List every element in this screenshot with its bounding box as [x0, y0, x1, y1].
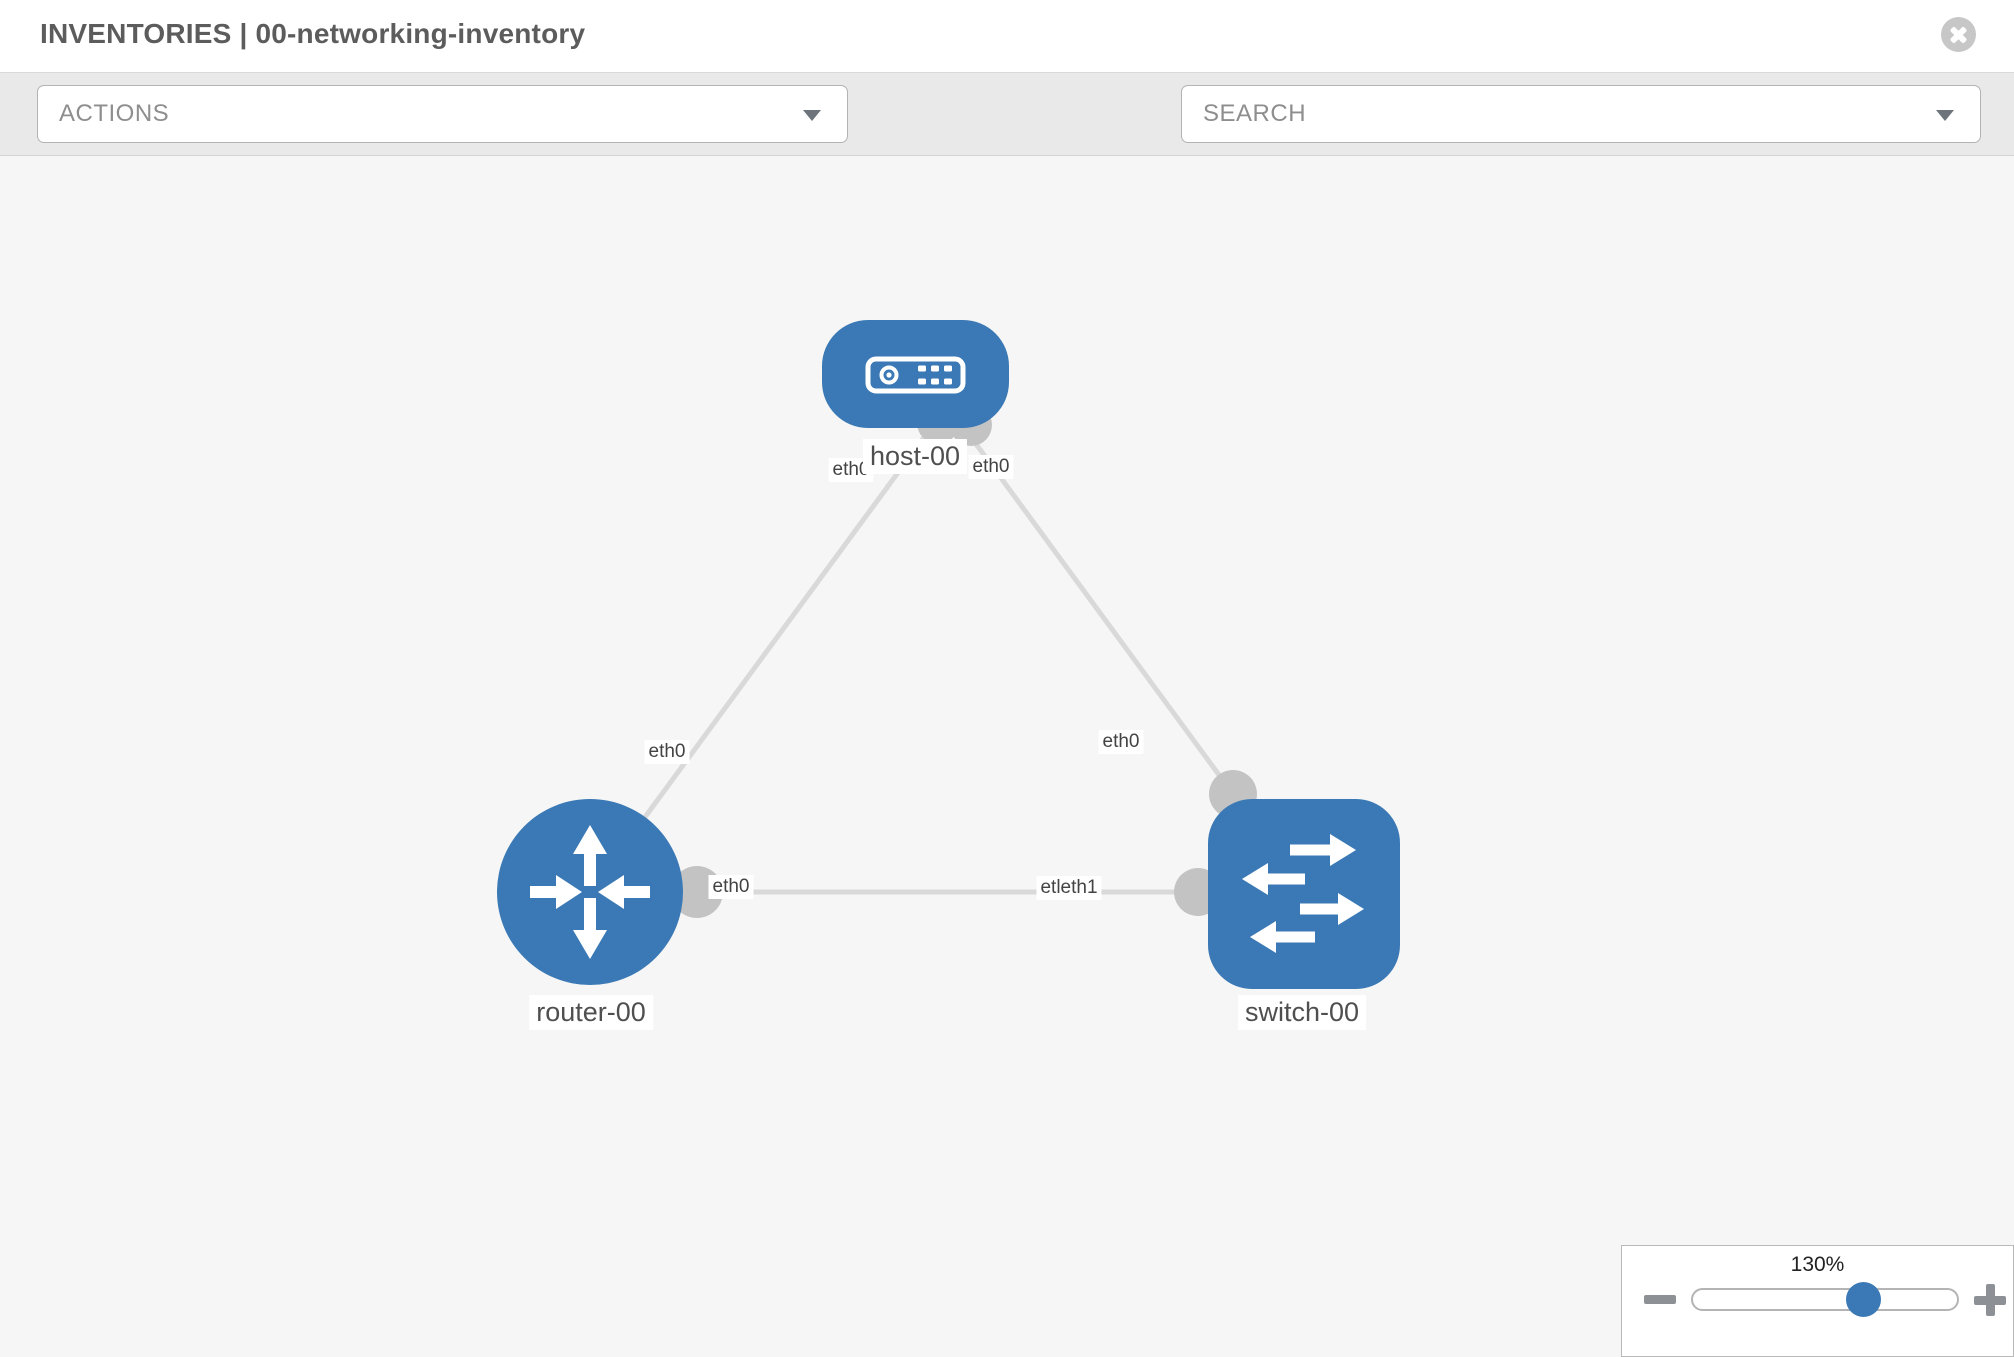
topology-toolbar: ACTIONS SEARCH: [0, 72, 2014, 210]
interface-label: eth0: [1098, 730, 1144, 754]
interface-label: eth0: [644, 740, 690, 764]
link-host-router: [587, 427, 933, 894]
node-router-00[interactable]: [497, 799, 683, 985]
search-dropdown-value: SEARCH: [1203, 100, 1307, 127]
node-label-router: router-00: [529, 995, 653, 1030]
interface-label: eth0: [708, 875, 754, 899]
zoom-slider-thumb[interactable]: [1846, 1282, 1881, 1317]
zoom-control-panel: 130%: [1621, 1245, 2014, 1357]
link-host-switch: [962, 427, 1236, 796]
chevron-down-icon: [1936, 110, 1954, 121]
node-label-host: host-00: [862, 439, 968, 474]
topology-canvas[interactable]: eth0 eth0 eth0 eth0 eth0 etleth1 host-00…: [0, 157, 2014, 1357]
node-host-00[interactable]: [822, 320, 1009, 428]
actions-dropdown-value: ACTIONS: [59, 100, 170, 127]
page-title: INVENTORIES | 00-networking-inventory: [40, 18, 586, 49]
close-icon[interactable]: [1941, 17, 1976, 52]
zoom-out-icon[interactable]: [1644, 1295, 1676, 1304]
interface-label: eth0: [968, 455, 1014, 479]
topology-links: [587, 427, 1302, 895]
interface-label: etleth1: [1036, 876, 1102, 900]
switch-icon: [1242, 834, 1364, 953]
zoom-in-icon[interactable]: [1974, 1284, 2006, 1316]
host-icon: [865, 356, 966, 394]
chevron-down-icon: [803, 110, 821, 121]
breadcrumb-header: INVENTORIES | 00-networking-inventory: [0, 0, 2014, 72]
node-label-switch: switch-00: [1237, 995, 1367, 1030]
router-icon: [530, 825, 650, 959]
node-switch-00[interactable]: [1208, 799, 1400, 989]
actions-dropdown[interactable]: ACTIONS: [37, 85, 848, 143]
zoom-level-value: 130%: [1790, 1253, 1845, 1276]
topology-svg: [497, 320, 1400, 989]
search-dropdown[interactable]: SEARCH: [1181, 85, 1981, 143]
zoom-slider[interactable]: [1691, 1288, 1959, 1311]
